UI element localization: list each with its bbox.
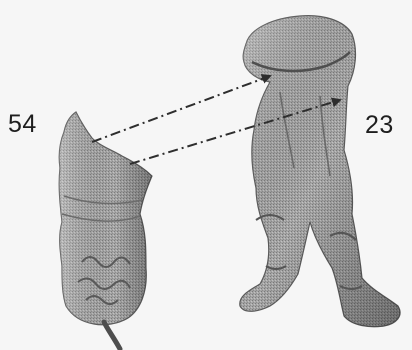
arrow-upper — [92, 76, 270, 142]
left-fragment-tail — [104, 322, 120, 349]
left-scan-fragment — [59, 112, 152, 349]
left-shape-label: 54 — [8, 110, 37, 139]
right-shape-label: 23 — [365, 111, 394, 140]
right-figure-model — [240, 16, 400, 327]
